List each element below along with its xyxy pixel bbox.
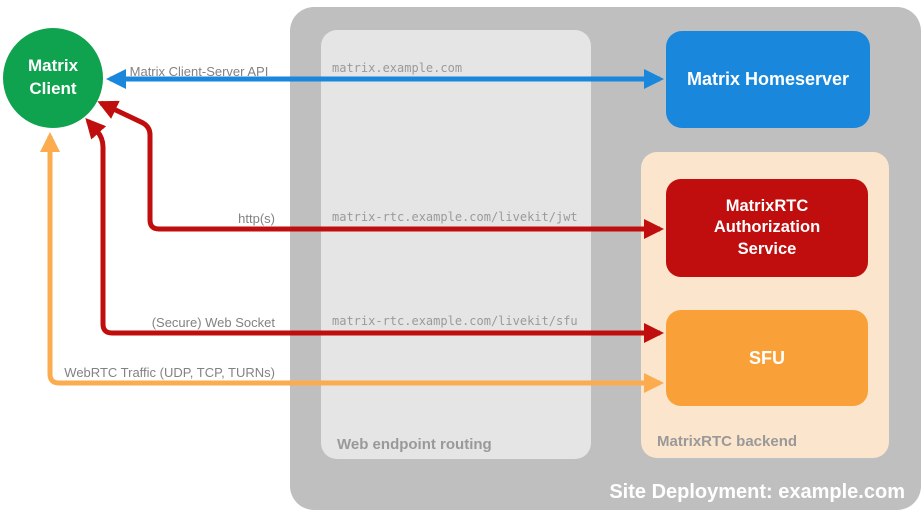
sfu-label: SFU (749, 347, 785, 368)
matrix-domain-route: matrix.example.com (332, 61, 463, 75)
matrix-client-label: Matrix Client (27, 56, 79, 98)
web-endpoint-routing-caption: Web endpoint routing (337, 436, 492, 453)
matrix-homeserver-node: Matrix Homeserver (666, 31, 870, 128)
secure-web-socket-label: (Secure) Web Socket (151, 315, 275, 330)
https-label: http(s) (238, 211, 275, 226)
site-deployment-title: Site Deployment: example.com (609, 481, 905, 503)
matrixrtc-authorization-service-node: MatrixRTC Authorization Service (666, 179, 868, 277)
web-endpoint-routing-panel (321, 30, 591, 459)
matrix-homeserver-label: Matrix Homeserver (686, 69, 850, 89)
matrix-client-node: Matrix Client (3, 28, 103, 128)
matrixrtc-backend-caption: MatrixRTC backend (657, 433, 798, 450)
webrtc-traffic-label: WebRTC Traffic (UDP, TCP, TURNs) (64, 365, 275, 380)
livekit-sfu-route: matrix-rtc.example.com/livekit/sfu (332, 314, 578, 328)
sfu-node: SFU (666, 310, 868, 406)
auth-service-label: MatrixRTC Authorization Service (713, 196, 821, 258)
livekit-jwt-route: matrix-rtc.example.com/livekit/jwt (332, 210, 578, 224)
client-server-api-label: Matrix Client-Server API (129, 64, 269, 79)
